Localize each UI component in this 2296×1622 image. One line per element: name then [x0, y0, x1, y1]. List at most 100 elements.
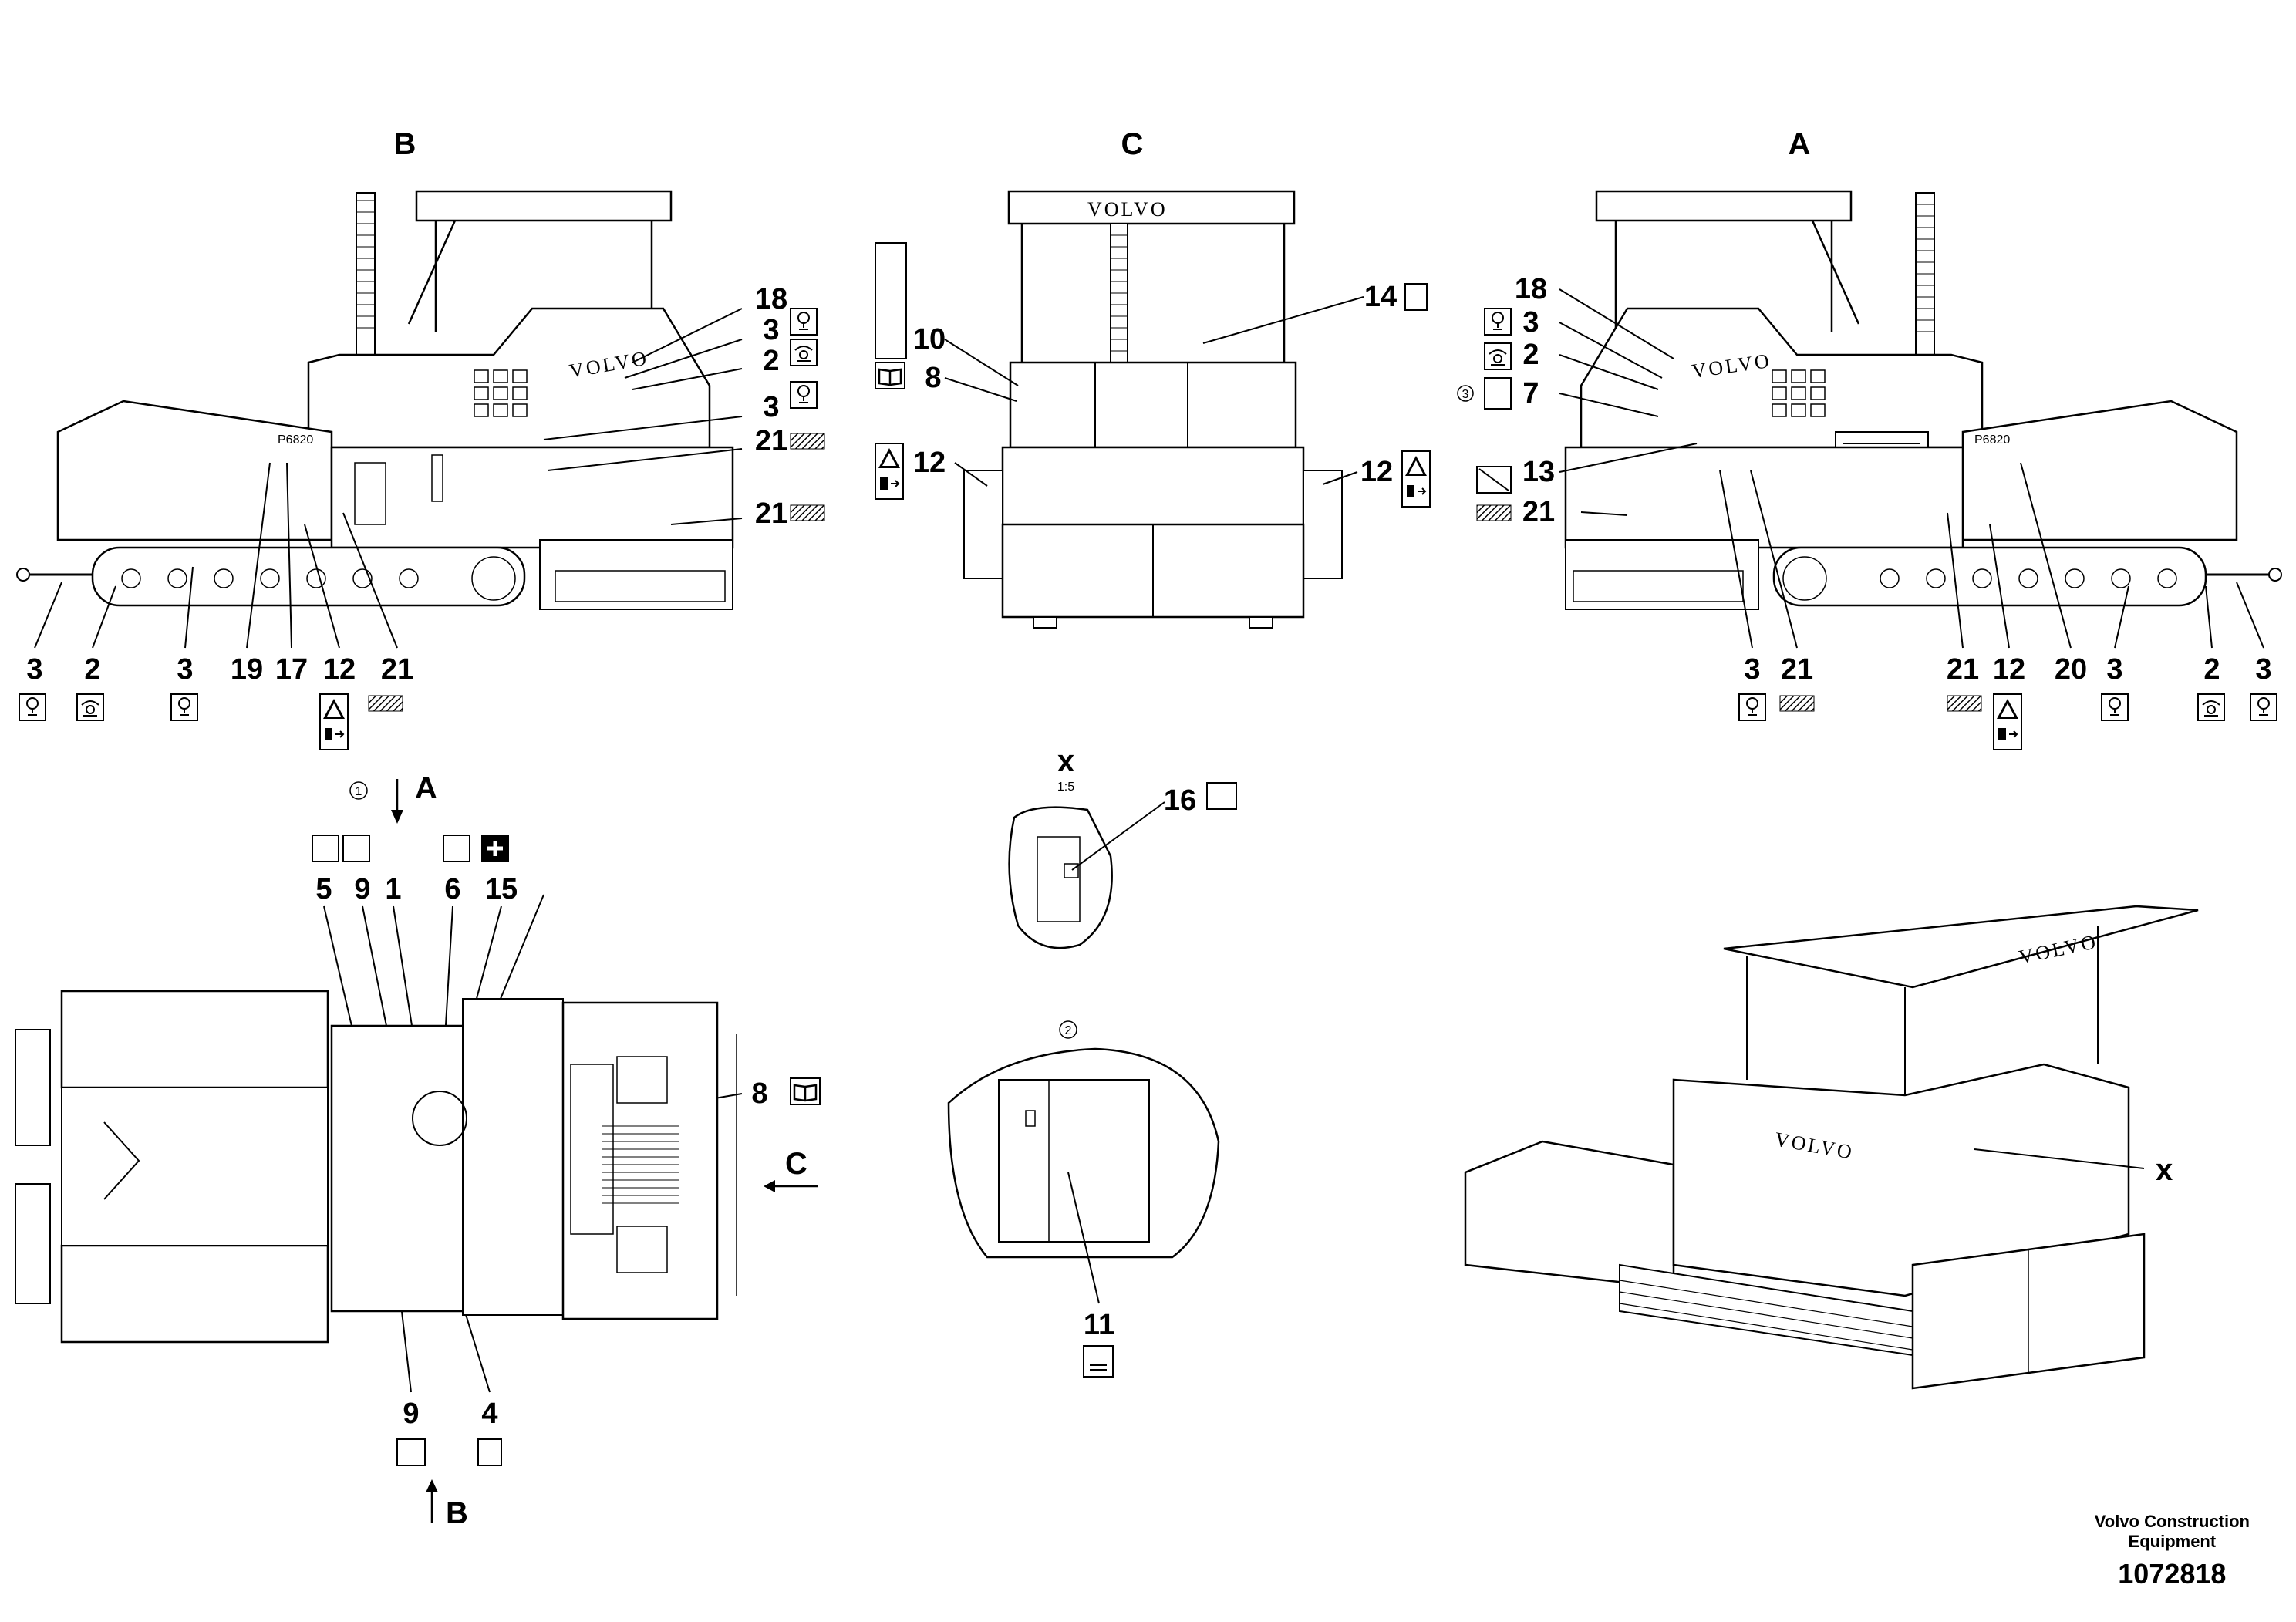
detail-2: 2 11	[947, 1020, 1220, 1378]
crane-hook-icon	[790, 308, 818, 336]
crane-hook-icon	[2101, 693, 2129, 721]
leader-lines-b	[34, 308, 743, 649]
hot-surface-icon	[1083, 1345, 1114, 1378]
lifting-point-icon	[1484, 342, 1512, 370]
roof-canopy-rear	[1007, 190, 1296, 225]
callout-a-3a: 3	[1522, 306, 1539, 339]
sound-level-icon	[1484, 377, 1512, 410]
model-plate-b: P6820	[278, 433, 313, 447]
hazard-stripe-icon	[1779, 695, 1815, 712]
callout-c-12b: 12	[1360, 456, 1393, 488]
lifting-point-icon	[790, 339, 818, 366]
model-plate-a: P6820	[1974, 433, 2010, 447]
company-name-line1: Volvo Construction	[2094, 1512, 2250, 1531]
iso-label-x: x	[2156, 1153, 2173, 1187]
roof-canopy-iso	[1723, 905, 2199, 989]
crane-hook-icon	[790, 381, 818, 409]
top-view: 1 A 5 9 1 6 15 8 9 4	[15, 771, 821, 1530]
callout-b-19: 19	[231, 653, 263, 686]
detail-x: x 1:5 16	[1008, 744, 1237, 949]
callout-a-21b: 21	[1781, 653, 1813, 686]
manual-book-icon	[789, 1077, 821, 1106]
callout-top-1: 1	[385, 873, 401, 905]
callout-top-9: 9	[354, 873, 370, 905]
callout-a-18: 18	[1515, 273, 1547, 305]
callout-x-16: 16	[1164, 784, 1196, 817]
crane-hook-icon	[2250, 693, 2277, 721]
callout-c-8: 8	[925, 362, 941, 394]
callout-top-6: 6	[444, 873, 460, 905]
callout-a-3c: 3	[2106, 653, 2122, 686]
oil-icon	[477, 1438, 502, 1466]
callout-a-3d: 3	[2255, 653, 2271, 686]
track-b	[91, 546, 526, 607]
icons-a: 3	[1457, 308, 2277, 750]
callout-a-21c: 21	[1947, 653, 1979, 686]
callout-b-21c: 21	[381, 653, 413, 686]
view-b-left-side: B VOLVO P6820	[16, 127, 825, 750]
hazard-stripe-icon	[790, 504, 825, 521]
callout-b-3b: 3	[763, 391, 779, 423]
callout-top-5: 5	[315, 873, 332, 905]
roof-canopy-a	[1595, 190, 1853, 222]
track-a	[1772, 546, 2207, 607]
callout-a-13: 13	[1522, 456, 1555, 488]
icons-c	[874, 242, 1431, 508]
callout-c-14: 14	[1364, 281, 1397, 313]
callout-b-3a: 3	[763, 314, 779, 346]
adjust-icon	[396, 1438, 426, 1466]
callout-b-12: 12	[323, 653, 356, 686]
crane-hook-icon	[170, 693, 198, 721]
detail-label-x: x	[1057, 744, 1074, 778]
callout-c-10: 10	[913, 323, 946, 356]
isometric-view: VOLVO VOLVO x	[1464, 905, 2199, 1390]
hopper-a	[1961, 400, 2238, 541]
hopper-b	[56, 400, 333, 541]
callout-top-15: 15	[485, 873, 518, 905]
view-a-right-side: A VOLVO P6820	[1457, 127, 2282, 750]
brand-text-c: VOLVO	[1087, 198, 1168, 221]
arrow-label-a: A	[415, 771, 437, 805]
note-marker-1	[349, 781, 368, 800]
view-c-rear: C VOLVO 14 10 8 12 12	[874, 127, 1431, 629]
callout-2-11: 11	[1084, 1309, 1114, 1341]
lifting-point-icon	[76, 693, 104, 721]
callout-top-9b: 9	[403, 1398, 419, 1430]
leader-lines-c	[944, 296, 1364, 487]
crush-warning-icon	[319, 693, 349, 750]
note-label-1: 1	[356, 785, 362, 798]
title-block: Volvo Construction Equipment 1072818	[2095, 1512, 2250, 1590]
note-label-3: 3	[1462, 388, 1469, 401]
callout-a-21a: 21	[1522, 496, 1555, 528]
leader-lines-a	[1559, 288, 2264, 649]
battery-icon	[1404, 283, 1428, 311]
callouts-b: 18 3 2 3 21 21 3 2 3 19 17 12 21	[26, 283, 787, 686]
fuel-icon	[312, 835, 339, 862]
crane-hook-icon	[1738, 693, 1766, 721]
crush-warning-icon	[1401, 450, 1431, 508]
callouts-top: 5 9 1 6 15 8 9 4	[315, 873, 767, 1430]
view-label-a: A	[1789, 127, 1811, 161]
callout-c-12a: 12	[913, 447, 946, 479]
note-label-2: 2	[1065, 1024, 1072, 1037]
lifting-point-icon	[2197, 693, 2225, 721]
callout-b-3d: 3	[177, 653, 193, 686]
crush-warning-icon	[1993, 693, 2022, 750]
callout-a-12: 12	[1993, 653, 2025, 686]
callout-b-18: 18	[755, 283, 787, 315]
detail-scale-x: 1:5	[1057, 781, 1074, 794]
manual-book-icon	[874, 361, 906, 390]
callout-b-3c: 3	[26, 653, 42, 686]
arrow-label-b: B	[446, 1496, 468, 1530]
callouts-a: 18 3 2 7 13 21 3 21 21 12 20 3 2 3	[1515, 273, 2272, 686]
callout-top-8: 8	[751, 1077, 767, 1110]
note-marker-3	[1457, 385, 1474, 402]
hazard-stripe-icon	[1476, 504, 1512, 521]
callout-a-7: 7	[1522, 377, 1539, 410]
crane-hook-icon	[1484, 308, 1512, 336]
callout-a-2: 2	[1522, 339, 1539, 371]
drawing-number: 1072818	[2118, 1558, 2227, 1590]
control-lever-decal-icon	[875, 242, 907, 359]
company-name-line2: Equipment	[2128, 1532, 2217, 1551]
oil-icon	[443, 835, 470, 862]
